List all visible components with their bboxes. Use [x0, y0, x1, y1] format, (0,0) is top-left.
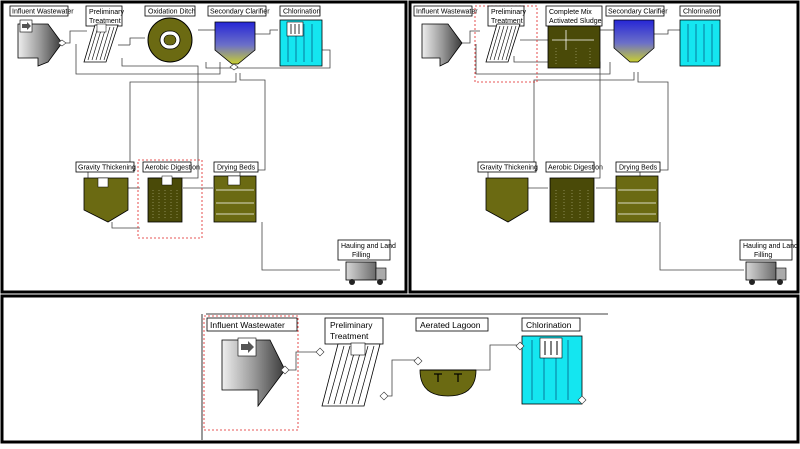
unit-label: Complete Mix	[549, 9, 592, 16]
preliminary-treatment-unit[interactable]: Preliminary Treatment	[315, 317, 389, 407]
unit-label: Influent Wastewater	[12, 9, 74, 16]
unit-label: Filling	[352, 252, 370, 259]
panel-3: Influent Wastewater Preliminary Treatmen…	[201, 313, 608, 440]
truck-icon	[745, 261, 777, 281]
panel-2: Influent Wastewater Preliminary Treatmen…	[413, 5, 798, 285]
influent-wastewater-unit[interactable]: Influent Wastewater	[413, 5, 478, 67]
secondary-clarifier-unit[interactable]: Secondary Clarifier	[605, 5, 668, 63]
unit-label: Chlorination	[283, 9, 320, 16]
port-icon	[57, 39, 67, 47]
preliminary-treatment-unit[interactable]: Preliminary Treatment	[83, 5, 125, 63]
hauling-landfilling-unit[interactable]: Hauling and Land Filling	[337, 239, 396, 285]
unit-label: Treatment	[491, 18, 523, 25]
port-icon	[229, 63, 239, 71]
drying-beds-unit[interactable]: Drying Beds	[213, 161, 259, 223]
unit-label: Aerated Lagoon	[420, 320, 481, 330]
chlorination-unit[interactable]: Chlorination	[679, 5, 720, 67]
secondary-clarifier-unit[interactable]: Secondary Clarifier	[207, 5, 270, 71]
unit-label: Gravity Thickening	[480, 165, 538, 172]
unit-label: Gravity Thickening	[78, 165, 136, 172]
unit-label: Activated Sludge	[549, 18, 602, 25]
unit-label: Treatment	[330, 331, 369, 341]
selection-box	[474, 5, 538, 83]
unit-label: Oxidation Ditch	[148, 9, 196, 16]
gravity-thickening-unit[interactable]: Gravity Thickening	[75, 161, 136, 223]
preliminary-treatment-unit[interactable]: Preliminary Treatment	[485, 5, 527, 63]
unit-label: Chlorination	[526, 320, 572, 330]
aerobic-digestion-unit[interactable]: Aerobic Digestion	[137, 159, 203, 239]
unit-label: Treatment	[89, 18, 121, 25]
thickener-icon	[97, 177, 109, 188]
gravity-thickening-unit[interactable]: Gravity Thickening	[477, 161, 538, 223]
chlorination-unit[interactable]: Chlorination	[515, 317, 587, 405]
unit-label: Preliminary	[89, 9, 125, 16]
drying-beds-unit[interactable]: Drying Beds	[615, 161, 661, 223]
aerated-lagoon-unit[interactable]: Aerated Lagoon	[413, 317, 489, 397]
arrow-right-icon	[241, 341, 254, 353]
unit-label: Influent Wastewater	[416, 9, 478, 16]
unit-label: Hauling and Land	[743, 243, 798, 250]
unit-label: Preliminary	[330, 320, 373, 330]
unit-label: Chlorination	[683, 9, 720, 16]
influent-arrow-icon	[421, 23, 463, 67]
truck-icon	[345, 261, 377, 281]
aerobic-digestion-unit[interactable]: Aerobic Digestion	[545, 161, 603, 223]
unit-label: Drying Beds	[217, 165, 256, 172]
influent-wastewater-unit[interactable]: Influent Wastewater	[206, 317, 298, 408]
unit-label: Preliminary	[491, 9, 527, 16]
unit-label: Secondary Clarifier	[608, 9, 668, 16]
influent-arrow-icon	[221, 339, 286, 408]
unit-label: Secondary Clarifier	[210, 9, 270, 16]
chlorination-unit[interactable]: Chlorination	[279, 5, 323, 67]
unit-label: Filling	[754, 252, 772, 259]
oxidation-ditch-unit[interactable]: Oxidation Ditch	[144, 5, 196, 63]
unit-label: Influent Wastewater	[210, 320, 285, 330]
arrow-right-icon	[22, 22, 31, 30]
complete-mix-activated-sludge-unit[interactable]: Complete Mix Activated Sludge	[545, 5, 603, 69]
unit-label: Drying Beds	[619, 165, 658, 172]
hauling-landfilling-unit[interactable]: Hauling and Land Filling	[739, 239, 798, 285]
influent-wastewater-unit[interactable]: Influent Wastewater	[9, 5, 74, 67]
selection-box	[137, 159, 203, 239]
unit-label: Aerobic Digestion	[145, 165, 200, 172]
unit-label: Aerobic Digestion	[548, 165, 603, 172]
influent-arrow-icon	[17, 23, 63, 67]
screen-icon	[96, 23, 107, 33]
panel-1: Influent Wastewater Preliminary Treatmen…	[9, 5, 396, 285]
port-icon	[280, 365, 290, 375]
unit-label: Hauling and Land	[341, 243, 396, 250]
